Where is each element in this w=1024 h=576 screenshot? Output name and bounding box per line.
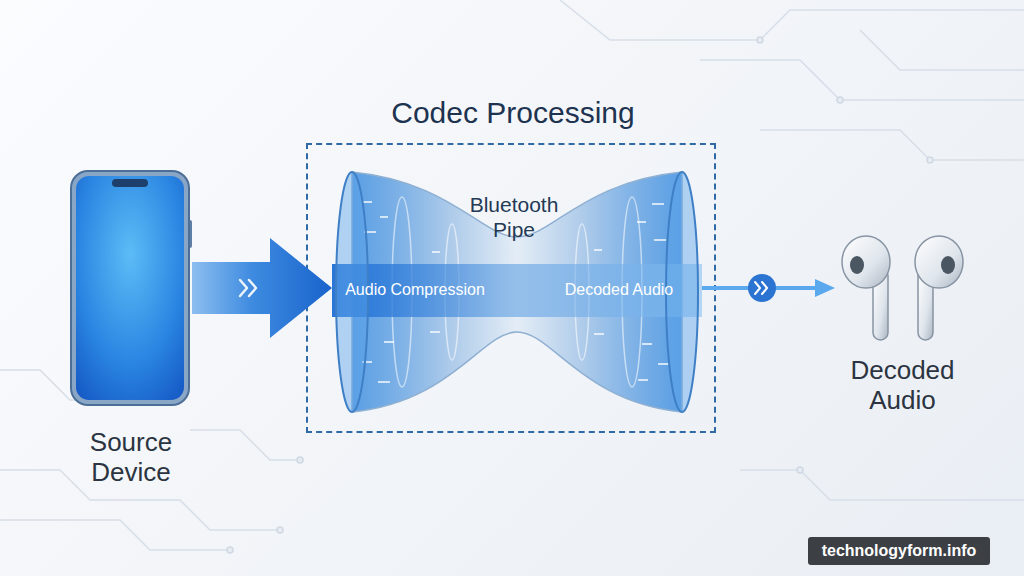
stage-label: Decoded Audio bbox=[544, 280, 694, 300]
earbuds-illustration bbox=[835, 232, 970, 347]
source-device: Source Device bbox=[70, 170, 192, 490]
node-label: Decoded Audio bbox=[835, 355, 970, 415]
bluetooth-pipe: Bluetooth PipeAudio Compression Decoded A… bbox=[332, 172, 702, 412]
phone-illustration bbox=[70, 170, 192, 410]
codec-group: Codec ProcessingBluetooth PipeAudio Comp… bbox=[306, 143, 716, 433]
watermark: technologyform.info bbox=[808, 537, 990, 565]
chevron-symbol bbox=[240, 280, 256, 296]
node-label: Source Device bbox=[50, 427, 212, 487]
stage-label: Audio Compression bbox=[335, 280, 495, 300]
earbuds: Decoded Audio bbox=[835, 232, 970, 422]
watermark-box: technologyform.info bbox=[808, 537, 990, 565]
audio-flow-arrow bbox=[192, 238, 332, 338]
group-heading: Codec Processing bbox=[308, 95, 718, 131]
chevron-badge bbox=[748, 274, 776, 302]
pipe-heading: Bluetooth Pipe bbox=[457, 192, 571, 242]
